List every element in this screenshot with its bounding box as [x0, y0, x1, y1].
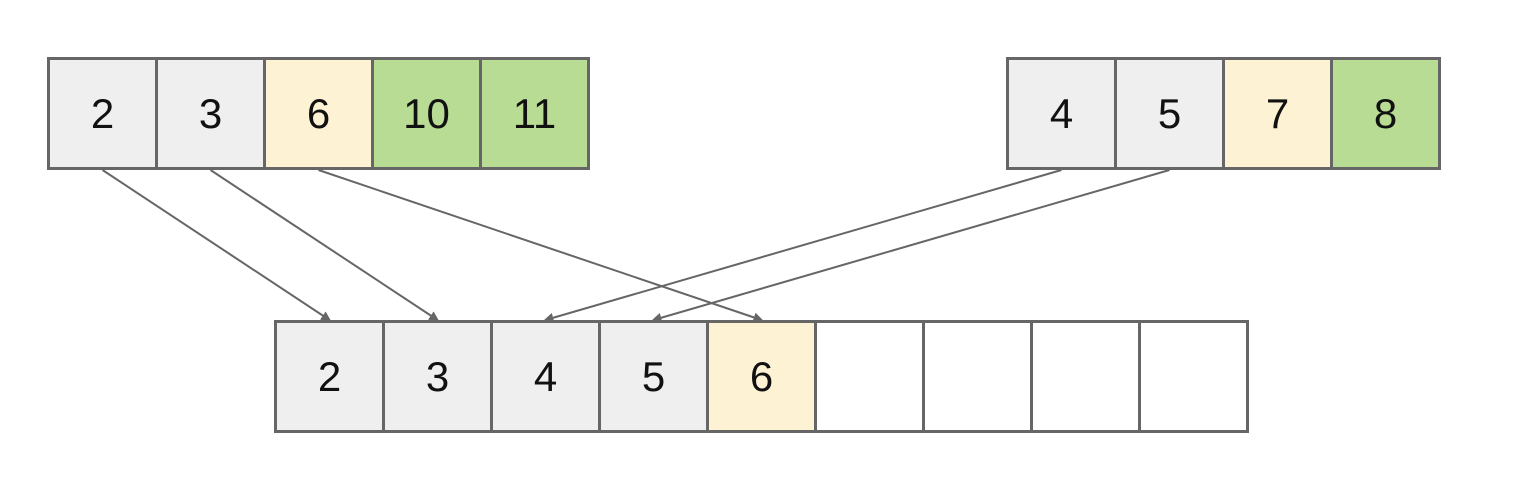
right-array-cell: 5 — [1114, 57, 1225, 170]
right-array-cell: 7 — [1222, 57, 1333, 170]
merged-array-cell — [922, 320, 1033, 433]
merge-arrow — [318, 169, 764, 323]
right-array-cell: 8 — [1330, 57, 1441, 170]
merged-array-cell: 3 — [382, 320, 493, 433]
merged-array-cell: 2 — [274, 320, 385, 433]
right-array-cell: 4 — [1006, 57, 1117, 170]
merge-arrow — [543, 169, 1062, 323]
merge-arrow — [101, 169, 332, 322]
merge-arrow — [209, 169, 440, 322]
merged-array-cell: 5 — [598, 320, 709, 433]
merged-array-cell: 6 — [706, 320, 817, 433]
merged-array-cell — [1030, 320, 1141, 433]
merged-array-cell — [814, 320, 925, 433]
left-array-cell: 10 — [371, 57, 482, 170]
merge-arrow — [651, 169, 1170, 323]
left-array-cell: 3 — [155, 57, 266, 170]
left-array-cell: 2 — [47, 57, 158, 170]
merged-array: 2 3 4 5 6 — [274, 320, 1249, 433]
right-array: 4 5 7 8 — [1006, 57, 1441, 170]
left-array-cell: 11 — [479, 57, 590, 170]
merged-array-cell — [1138, 320, 1249, 433]
left-array-cell: 6 — [263, 57, 374, 170]
merged-array-cell: 4 — [490, 320, 601, 433]
left-array: 2 3 6 10 11 — [47, 57, 590, 170]
